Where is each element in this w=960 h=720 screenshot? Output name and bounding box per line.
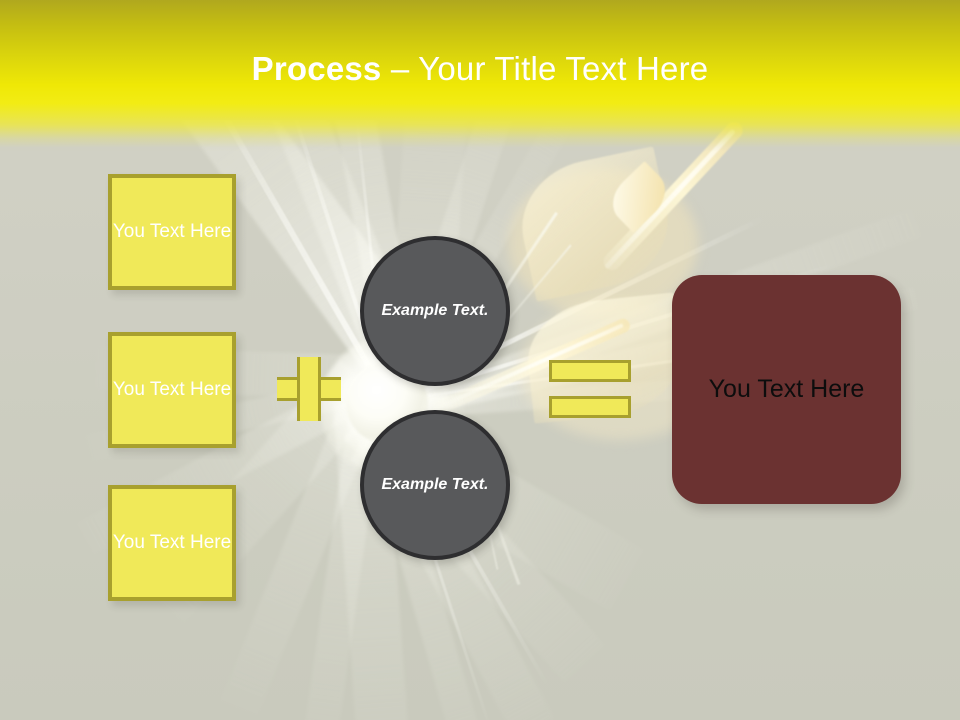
input-box-3[interactable]: You Text Here xyxy=(108,485,236,601)
input-box-2[interactable]: You Text Here xyxy=(108,332,236,448)
process-circle-1-label: Example Text. xyxy=(381,302,489,320)
equals-icon xyxy=(549,360,631,418)
input-box-1-label: You Text Here xyxy=(112,221,232,243)
equals-top-bar xyxy=(549,360,631,382)
input-box-1[interactable]: You Text Here xyxy=(108,174,236,290)
input-box-2-label: You Text Here xyxy=(112,379,232,401)
page-title-strong: Process xyxy=(251,50,382,87)
page-title-rest: – Your Title Text Here xyxy=(381,50,709,87)
process-circle-2[interactable]: Example Text. xyxy=(360,410,510,560)
equals-bottom-bar xyxy=(549,396,631,418)
plus-center-fill xyxy=(300,380,318,398)
result-panel-label: You Text Here xyxy=(708,375,865,403)
input-box-3-label: You Text Here xyxy=(112,532,232,554)
process-circle-2-label: Example Text. xyxy=(381,476,489,494)
result-panel[interactable]: You Text Here xyxy=(672,275,901,504)
title-band xyxy=(0,0,960,152)
plus-icon xyxy=(277,357,341,421)
page-title: Process – Your Title Text Here xyxy=(0,50,960,88)
process-circle-1[interactable]: Example Text. xyxy=(360,236,510,386)
